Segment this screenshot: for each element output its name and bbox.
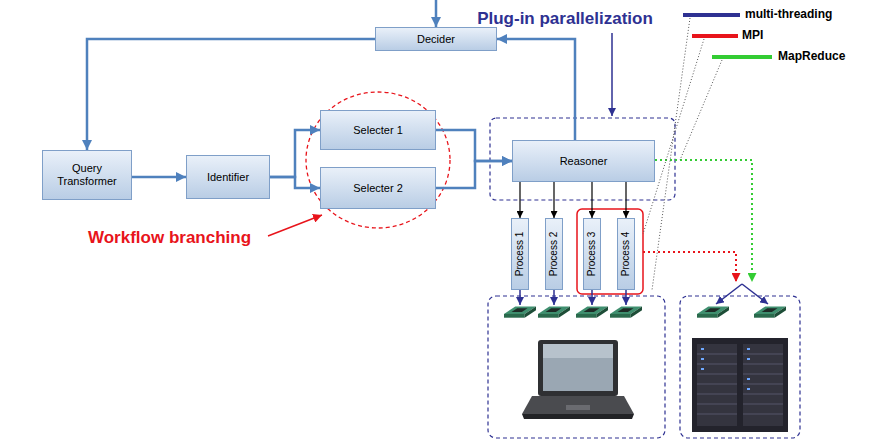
process-box: Process 1 <box>511 218 529 290</box>
legend-text: MPI <box>742 28 763 42</box>
legend-text: multi-threading <box>745 7 832 21</box>
leader-line <box>652 18 690 290</box>
flow-arrow <box>270 130 320 177</box>
module-box: Query Transformer <box>42 150 132 200</box>
mpi-frame <box>577 209 643 294</box>
box-text: Selecter 1 <box>353 124 403 137</box>
callout-arrow <box>611 33 613 116</box>
module-box: Selecter 2 <box>320 167 436 209</box>
box-text: Process 1 <box>514 232 526 276</box>
core-arrow <box>742 284 768 304</box>
box-text: Identifier <box>207 171 249 184</box>
core-arrow <box>625 290 627 305</box>
core-arrow <box>716 284 742 304</box>
dispatch-arrow <box>591 182 592 218</box>
box-text: Decider <box>417 33 455 46</box>
laptop-icon <box>522 340 634 419</box>
module-box: Identifier <box>186 155 270 199</box>
laptop-bezel <box>538 340 618 396</box>
input-arrow <box>435 0 438 27</box>
legend-text: MapReduce <box>778 49 845 63</box>
cluster-container <box>680 296 800 438</box>
server-rack <box>692 338 788 432</box>
box-text: Process 4 <box>620 232 632 276</box>
box-text: Selecter 2 <box>353 182 403 195</box>
flow-arrow <box>436 161 512 188</box>
module-box: Reasoner <box>512 140 655 182</box>
flow-arrow <box>436 130 512 161</box>
plugin-frame <box>490 118 675 200</box>
laptop-screen <box>543 344 613 391</box>
legend-line <box>692 34 738 38</box>
core-arrow <box>519 290 521 305</box>
laptop-base <box>522 414 634 419</box>
flow-arrow <box>497 39 575 140</box>
leader-line <box>680 60 722 160</box>
dispatch-arrow <box>625 182 626 218</box>
cpu-chip <box>576 306 608 317</box>
rack-lights <box>701 349 750 389</box>
process-box: Process 4 <box>617 218 635 290</box>
mapreduce-route <box>655 160 752 282</box>
cpu-chip <box>754 306 786 317</box>
rack-slots <box>697 354 783 414</box>
cpu-chip <box>538 306 570 317</box>
cpu-chip <box>504 306 536 317</box>
dispatch-arrow <box>519 182 520 218</box>
process-box: Process 2 <box>545 218 563 290</box>
module-box: Decider <box>375 27 497 51</box>
laptop-container <box>488 296 665 438</box>
callout-arrow <box>268 215 322 236</box>
branch-ellipse <box>306 92 450 228</box>
callout-label: Workflow branching <box>88 228 251 248</box>
cpu-chip <box>610 306 642 317</box>
dispatch-arrow <box>553 182 554 218</box>
callout-label: Plug-in parallelization <box>477 9 653 29</box>
laptop-screen <box>543 344 613 358</box>
flow-arrow <box>270 177 320 188</box>
box-text: Query Transformer <box>43 162 131 187</box>
legend-line <box>712 55 772 59</box>
leader-line <box>643 39 704 234</box>
flow-arrow <box>132 176 186 179</box>
cpu-chip <box>697 306 729 317</box>
box-text: Process 3 <box>586 232 598 276</box>
module-box: Selecter 1 <box>320 110 436 150</box>
box-text: Reasoner <box>560 155 608 168</box>
laptop-base <box>522 396 634 414</box>
core-arrow <box>553 290 555 305</box>
rack-body <box>692 338 788 432</box>
process-box: Process 3 <box>583 218 601 290</box>
core-arrow <box>591 290 593 305</box>
laptop-pad <box>566 405 590 410</box>
legend-line <box>683 13 740 17</box>
box-text: Process 2 <box>548 232 560 276</box>
